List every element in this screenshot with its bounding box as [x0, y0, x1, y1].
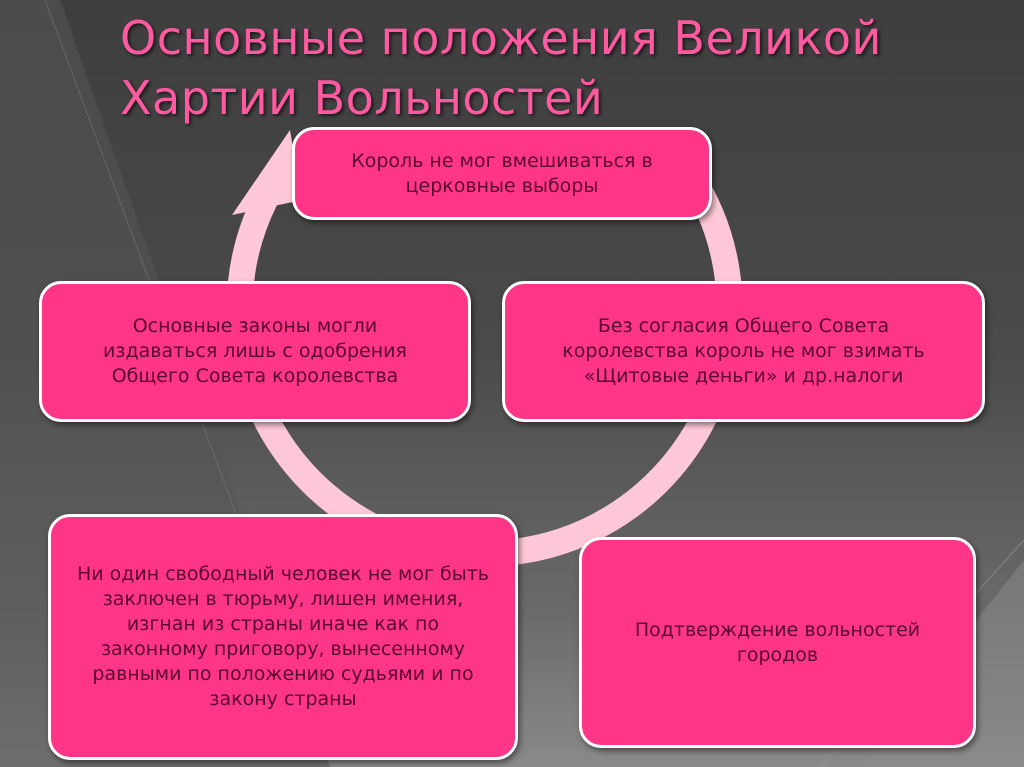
node-top-text: Король не мог вмешиваться в церковные вы… — [351, 149, 653, 197]
node-bottom-right-text: Подтверждение вольностей городов — [634, 618, 921, 666]
node-right: Без согласия Общего Совета королевства к… — [502, 281, 985, 422]
arrowhead-icon — [232, 130, 302, 215]
node-left: Основные законы могли издаваться лишь с … — [39, 281, 471, 422]
node-bottom-right: Подтверждение вольностей городов — [579, 537, 976, 748]
title-line-1: Основные положения Великой — [120, 11, 882, 65]
node-top: Король не мог вмешиваться в церковные вы… — [292, 127, 712, 220]
node-left-text: Основные законы могли издаваться лишь с … — [103, 315, 407, 387]
node-bottom-left: Ни один свободный человек не мог быть за… — [48, 514, 518, 760]
title-line-2: Хартии Вольностей — [120, 71, 604, 125]
node-right-text: Без согласия Общего Совета королевства к… — [562, 315, 925, 387]
node-bottom-left-text: Ни один свободный человек не мог быть за… — [76, 563, 489, 710]
slide-title: Основные положения Великой Хартии Вольно… — [120, 8, 1000, 128]
